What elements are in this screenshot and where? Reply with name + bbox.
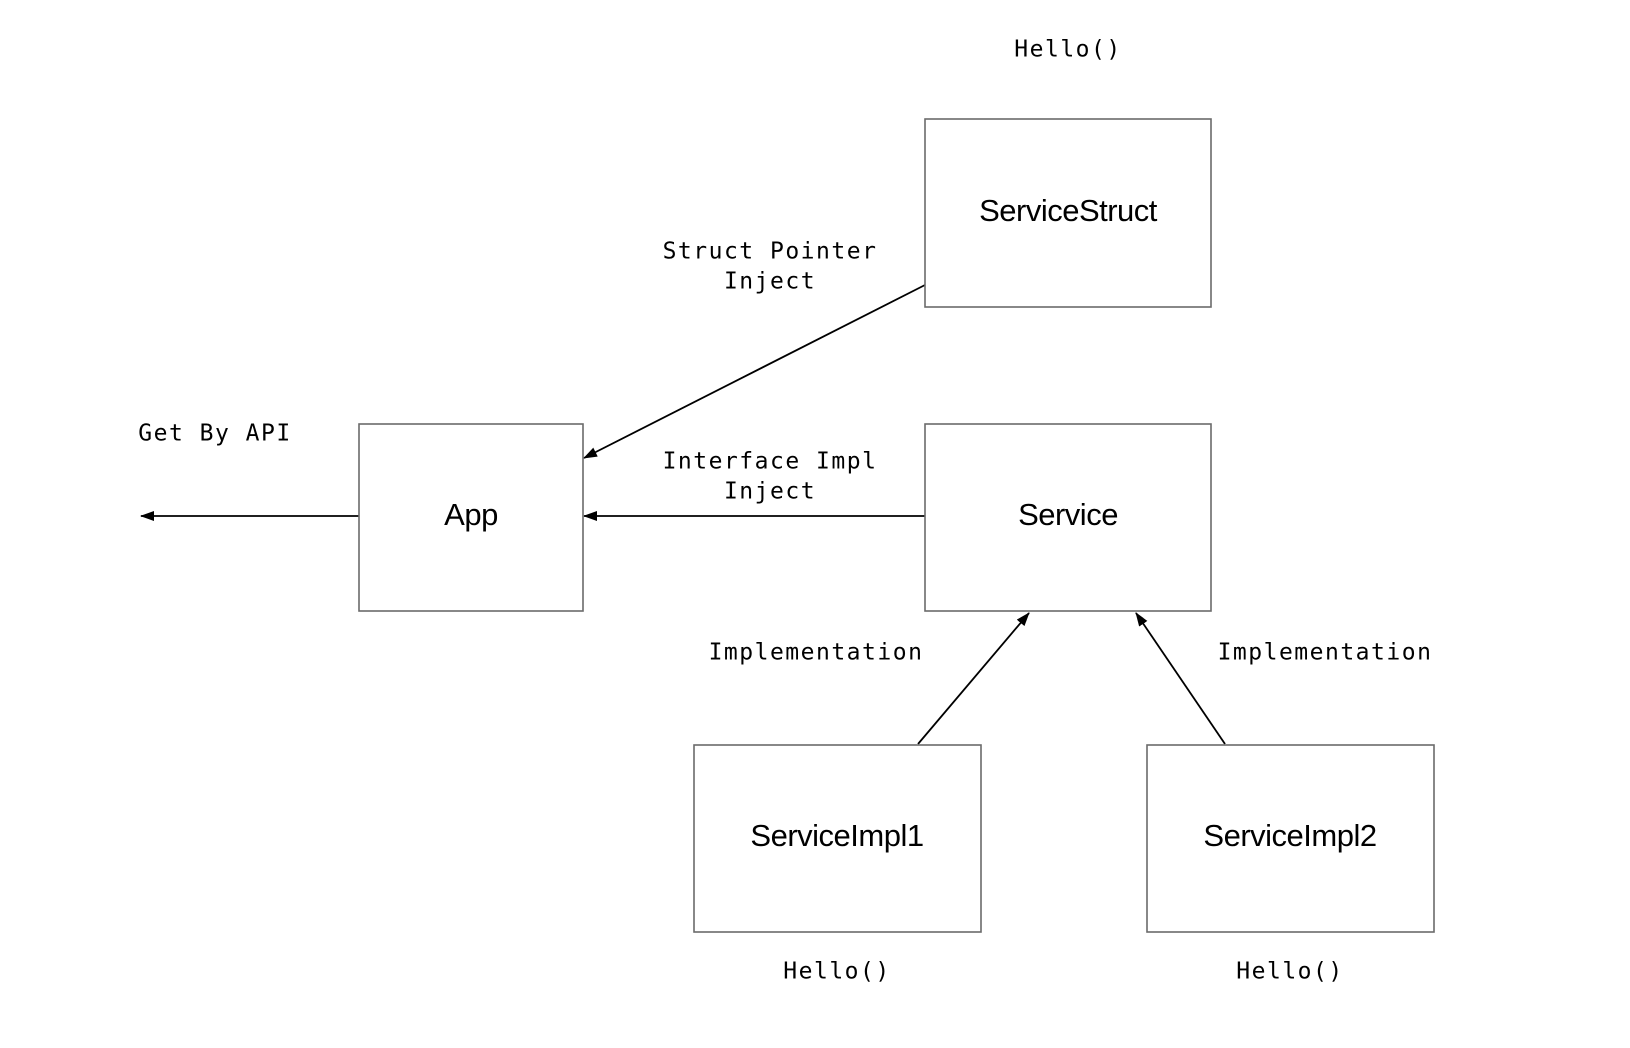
node-service-impl1-label: ServiceImpl1 bbox=[750, 818, 923, 853]
get-by-api-label: Get By API bbox=[138, 421, 291, 447]
edge-impl2-to-service bbox=[1135, 612, 1226, 745]
node-service-struct: ServiceStruct bbox=[924, 118, 1212, 308]
node-app-label: App bbox=[444, 497, 498, 532]
struct-pointer-inject-label-line1: Struct Pointer bbox=[663, 239, 878, 265]
service-struct-method-label: Hello() bbox=[1014, 37, 1121, 63]
edge-impl1-to-service bbox=[917, 612, 1030, 745]
service-impl1-method-label: Hello() bbox=[783, 959, 890, 985]
node-service-label: Service bbox=[1018, 497, 1118, 532]
node-app: App bbox=[358, 423, 584, 612]
node-service-struct-label: ServiceStruct bbox=[979, 193, 1158, 228]
node-service-impl2-label: ServiceImpl2 bbox=[1203, 818, 1376, 853]
service-impl2-method-label: Hello() bbox=[1236, 959, 1343, 985]
struct-pointer-inject-label-line2: Inject bbox=[724, 269, 816, 295]
interface-impl-inject-label-line2: Inject bbox=[724, 479, 816, 505]
edge-struct-to-app bbox=[583, 284, 926, 459]
interface-impl-inject-label-line1: Interface Impl bbox=[663, 449, 878, 475]
node-service-impl2: ServiceImpl2 bbox=[1146, 744, 1435, 933]
impl2-implementation-label: Implementation bbox=[1218, 640, 1433, 666]
impl1-implementation-label: Implementation bbox=[709, 640, 924, 666]
node-service-impl1: ServiceImpl1 bbox=[693, 744, 982, 933]
node-service: Service bbox=[924, 423, 1212, 612]
